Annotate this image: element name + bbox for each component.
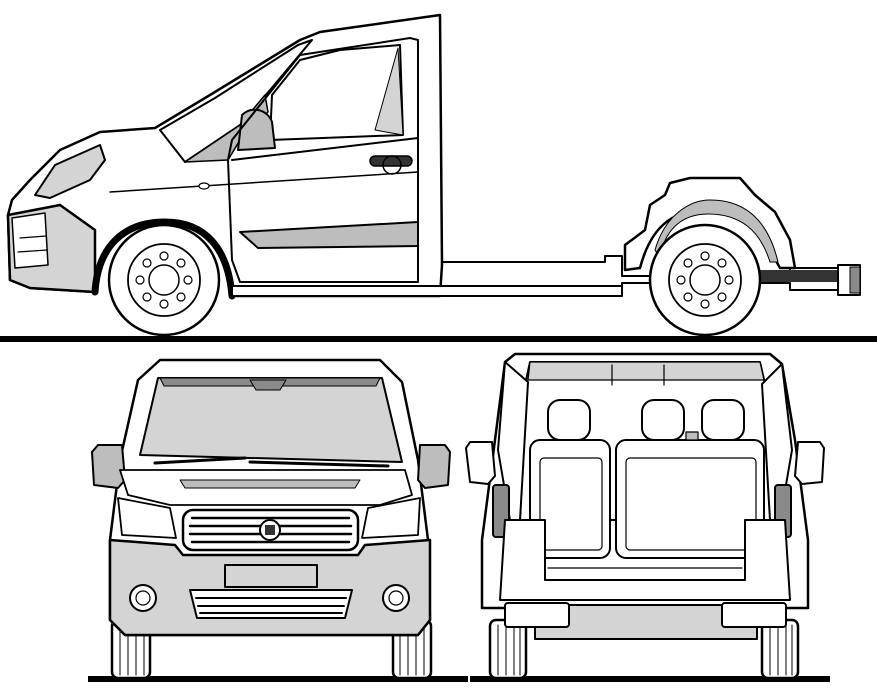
side-trim [240,222,418,248]
rear-bracket-left [505,603,569,627]
seat-back-left-inner [540,458,602,550]
rear-wheel-bolts [677,252,733,308]
headrest-left [548,400,590,440]
front-ground-line [88,676,468,682]
front-hub [149,265,179,295]
roof-shade [528,362,764,380]
chassis-tail-cap [850,267,860,293]
bumper-line-2 [18,250,47,252]
seat-back-bench-inner [626,458,756,550]
bumper-line [20,236,46,238]
chassis-rail-dark [760,270,840,282]
lower-grille-slats [196,598,346,613]
brand-badge-inner [265,525,275,535]
headlamp [35,145,105,198]
rear-tire-tread [498,625,792,675]
door-outline [228,38,418,282]
side-view [0,15,877,342]
rear-bulkhead [500,520,790,600]
door-window-shade [375,48,403,135]
seatbelt-anchor [686,432,698,440]
side-indicator [199,183,209,189]
rear-hub [690,265,720,295]
chassis-crossmember [535,605,757,639]
side-ground-line [0,336,877,342]
door-beltline [232,138,418,160]
front-mirror-right [418,445,450,488]
rear-right-tire [762,620,798,678]
rear-left-tire [490,620,526,678]
bumper-grille [12,213,48,268]
side-step [232,286,622,296]
front-headlamp-right [362,498,420,538]
hood-strip [180,480,360,488]
license-plate [225,565,317,587]
front-wheel-bolts [136,252,192,308]
door-handle [370,156,412,166]
rear-mirror-left [466,442,495,484]
front-headlamp-left [118,498,176,538]
front-mirror-left [92,445,125,488]
mirror [238,110,275,150]
wiper-right [250,462,388,466]
rear-view-mirror [250,380,286,390]
rear-mirror-right [795,442,824,484]
front-windshield [140,378,402,462]
headrest-right [702,400,744,440]
rear-ground-line [470,676,830,682]
front-view [88,360,468,682]
front-wheel-arch [95,222,232,296]
rear-bracket-right [722,603,786,627]
rear-fender-inner-shade [655,200,778,262]
rear-view [466,354,830,682]
fog-lamp-left-inner [136,591,150,605]
body-crease [110,172,418,192]
fog-lamp-right-inner [389,591,403,605]
roof-lines [612,365,664,385]
headrest-middle [642,400,684,440]
wiper-left [155,458,245,463]
